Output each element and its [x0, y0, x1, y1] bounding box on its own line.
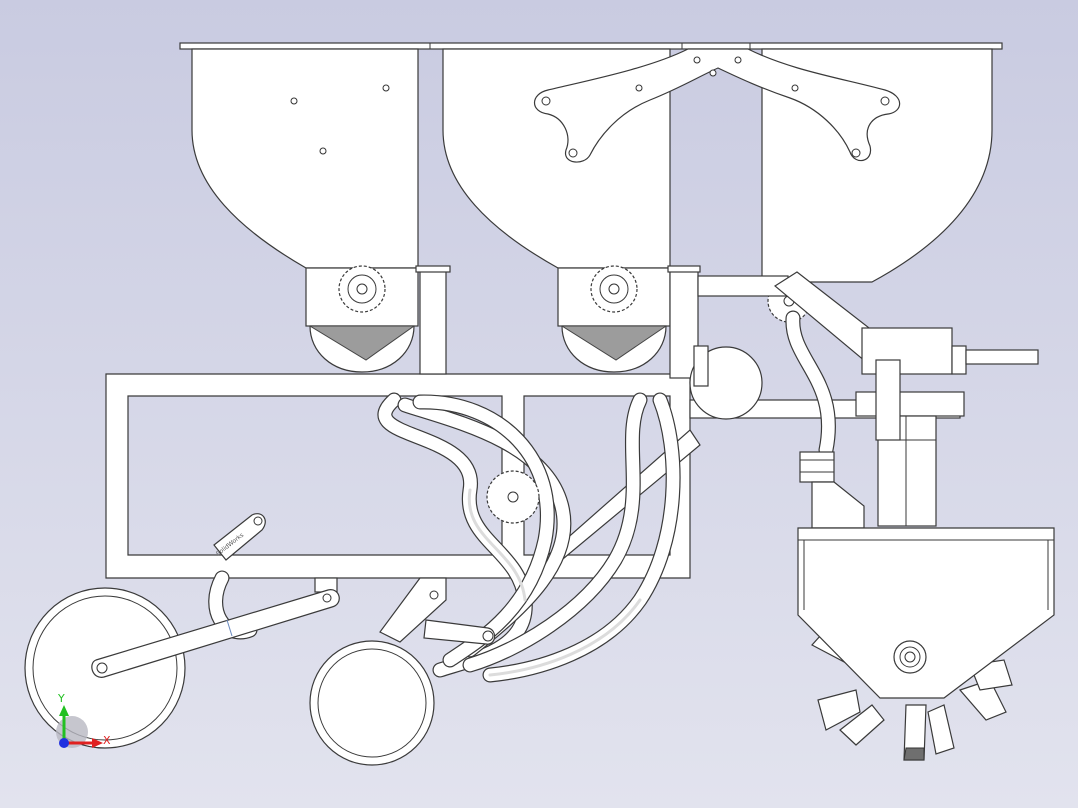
main-frame[interactable]	[105, 265, 701, 579]
orientation-triad: Y X	[56, 692, 111, 748]
coupler[interactable]	[799, 451, 865, 529]
mount-bracket-plate[interactable]	[533, 48, 901, 163]
output-shaft[interactable]	[951, 345, 1039, 375]
hopper-left[interactable]	[191, 48, 419, 269]
fertilizer-box[interactable]	[797, 527, 1055, 699]
linkage-arm-middle[interactable]	[379, 577, 496, 645]
pulley-disc[interactable]	[689, 345, 763, 420]
linkage-arm-left[interactable]	[91, 577, 340, 678]
sprocket-middle[interactable]	[590, 265, 638, 313]
meter-housing-left[interactable]	[305, 267, 419, 373]
sprocket-left[interactable]	[338, 265, 386, 313]
triad-y-label: Y	[57, 692, 65, 705]
wheel-middle[interactable]	[309, 640, 435, 766]
triad-x-label: X	[103, 734, 111, 747]
feed-tube-right[interactable]	[785, 310, 836, 458]
drive-sprocket[interactable]	[486, 470, 540, 524]
gearbox[interactable]	[855, 327, 965, 527]
hopper-rim[interactable]	[179, 42, 1003, 50]
rotor-hub[interactable]	[893, 640, 927, 674]
